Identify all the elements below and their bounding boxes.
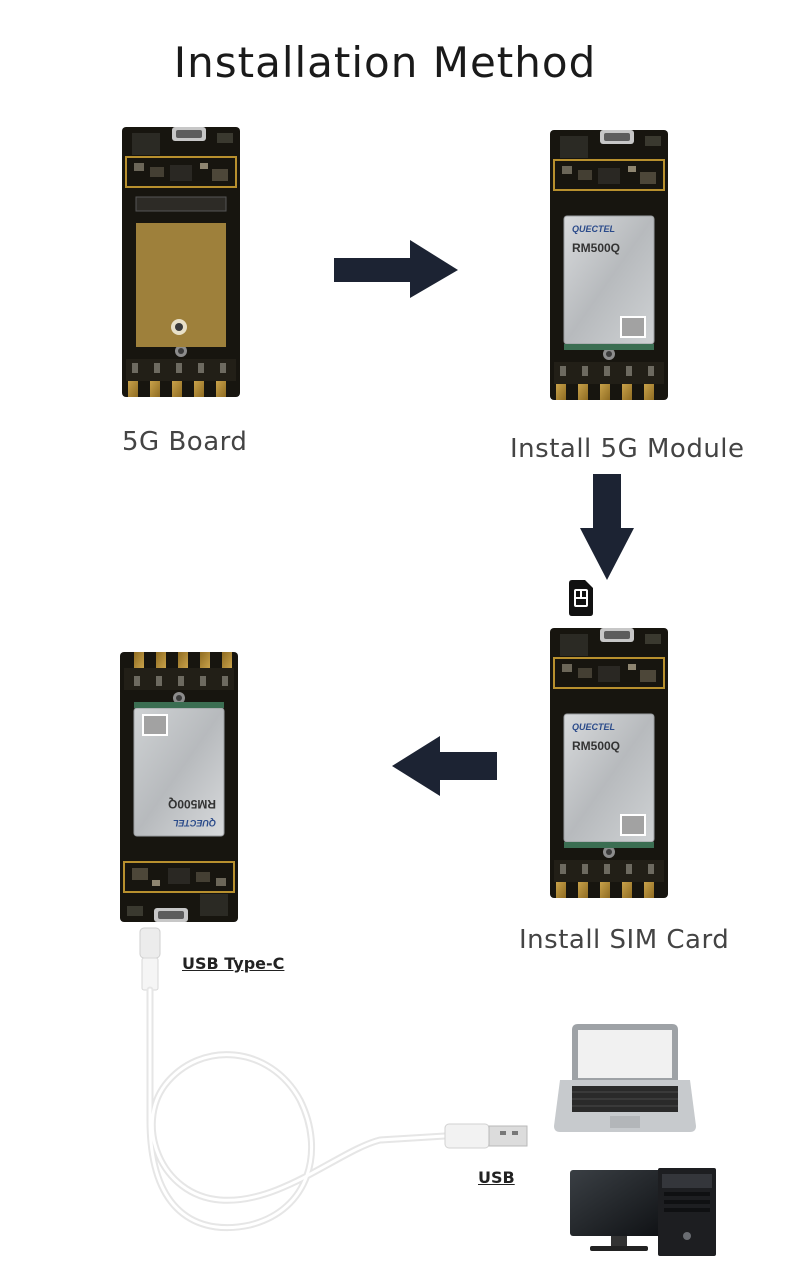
module-model-text: RM500Q	[572, 241, 620, 255]
step-label-install-module: Install 5G Module	[510, 434, 745, 464]
sim-card-icon	[569, 580, 593, 616]
laptop-icon	[554, 1024, 696, 1132]
module-brand-text-2: QUECTEL	[572, 722, 615, 732]
desktop-computer-icon	[570, 1168, 716, 1256]
assembled-board-rotated-image: QUECTEL RM500Q	[119, 651, 239, 923]
step-label-install-sim: Install SIM Card	[519, 925, 730, 955]
arrow-left-icon	[392, 736, 497, 796]
module-model-text-2: RM500Q	[572, 739, 620, 753]
module-model-text-3: RM500Q	[168, 797, 216, 811]
board-with-module-image: QUECTEL RM500Q	[549, 129, 669, 401]
step-label-5g-board: 5G Board	[122, 427, 248, 457]
arrow-down-icon	[580, 474, 634, 580]
bare-5g-board-image	[121, 126, 241, 398]
module-brand-text: QUECTEL	[572, 224, 615, 234]
board-with-sim-image: QUECTEL RM500Q	[549, 627, 669, 899]
usb-a-plug-image	[444, 1123, 528, 1149]
usb-label: USB	[478, 1168, 515, 1187]
usb-type-c-label: USB Type-C	[182, 954, 285, 973]
arrow-right-icon	[334, 240, 458, 298]
module-brand-text-3: QUECTEL	[173, 818, 216, 828]
usb-type-c-plug-image	[139, 927, 161, 991]
diagram-title: Installation Method	[173, 38, 597, 87]
